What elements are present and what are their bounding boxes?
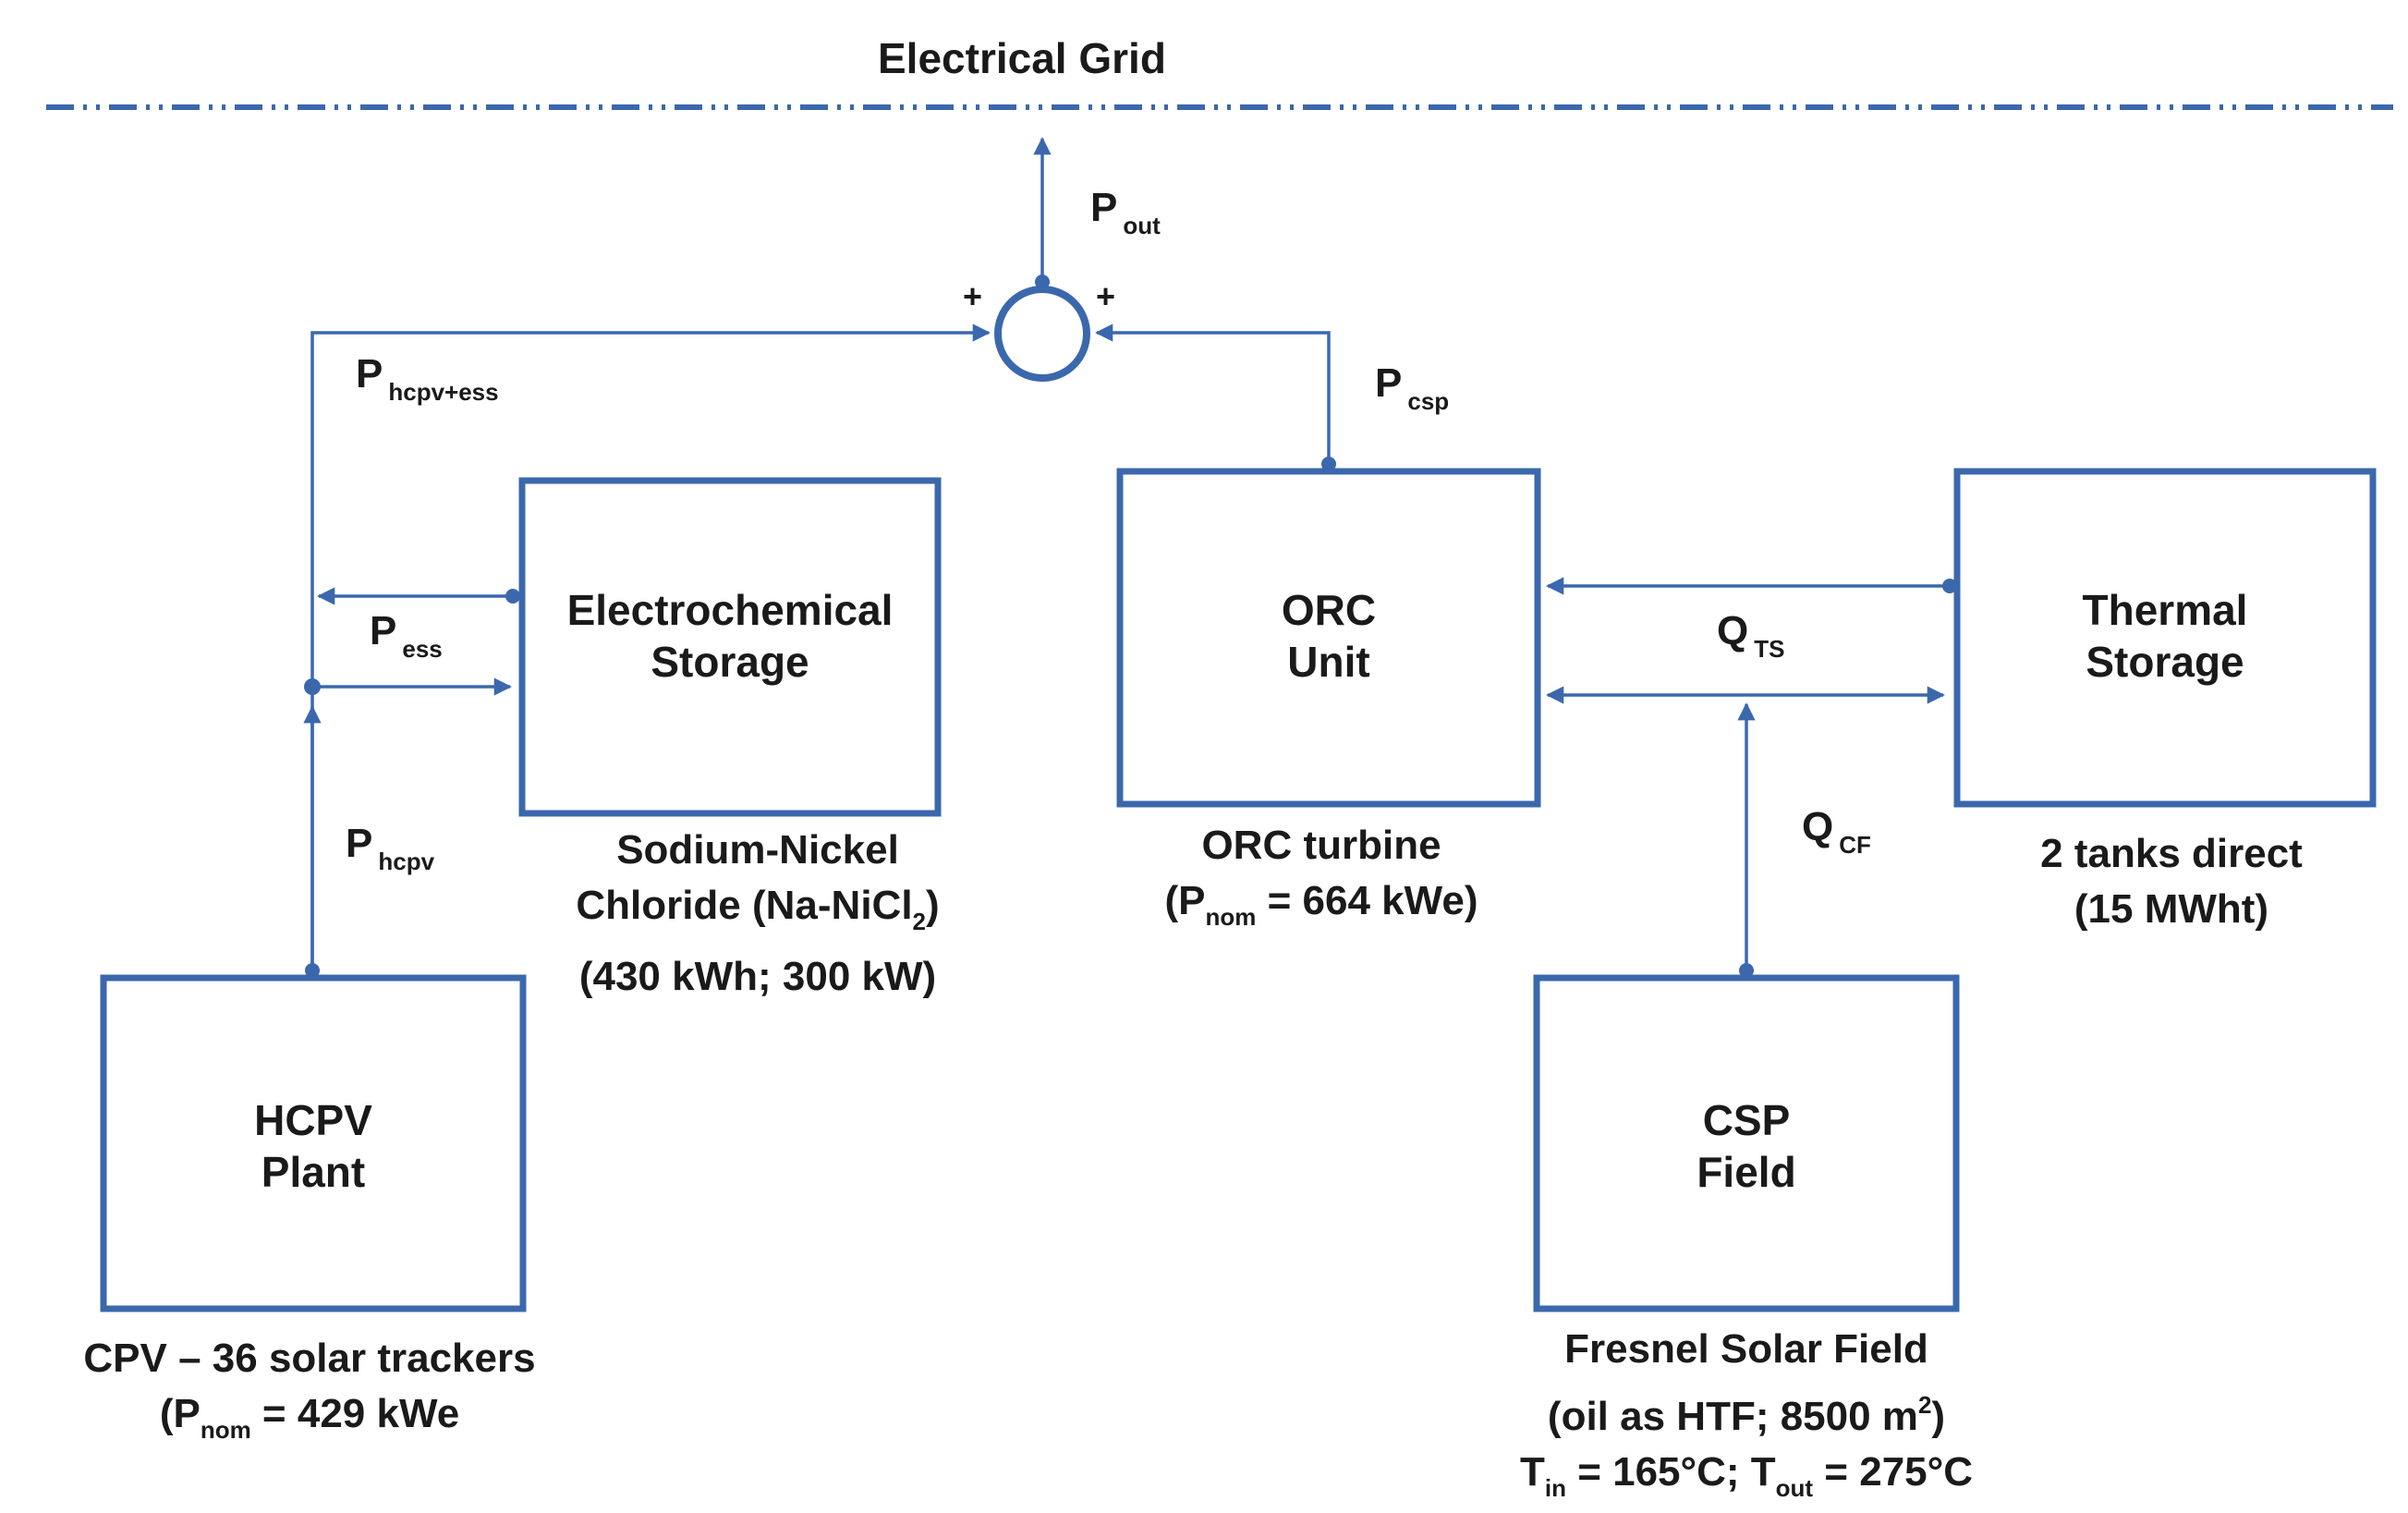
thermal-storage-caption: 2 tanks direct (15 MWht): [2040, 831, 2303, 932]
hcpv-plant-caption: CPV – 36 solar trackers (Pnom = 429 kWe: [83, 1336, 536, 1444]
junction-sign-left: +: [963, 277, 983, 315]
hcpv-plant-title: HCPV Plant: [254, 1096, 372, 1196]
electrochemical-storage-box: [518, 477, 942, 817]
junction-sign-right: +: [1096, 277, 1116, 315]
electrochemical-storage-caption: Sodium-Nickel Chloride (Na-NiCl2) (430 k…: [576, 827, 940, 999]
electrochemical-storage-title: Electrochemical Storage: [566, 586, 894, 686]
orc-unit-caption: ORC turbine (Pnom = 664 kWe): [1164, 823, 1478, 931]
p-csp-arrow: [1095, 323, 1331, 464]
thermal-storage-title: Thermal Storage: [2082, 586, 2248, 686]
summing-junction: [994, 286, 1090, 382]
hcpv-plant-box: [100, 974, 527, 1312]
csp-field-box: [1533, 974, 1960, 1312]
csp-field-title: CSP Field: [1697, 1096, 1796, 1196]
csp-field-caption: Fresnel Solar Field (oil as HTF; 8500 m2…: [1519, 1326, 1974, 1502]
orc-unit-title: ORC Unit: [1281, 586, 1377, 686]
orc-unit-box: [1116, 468, 1541, 808]
grid-title: Electrical Grid: [878, 34, 1166, 82]
thermal-storage-box: [1953, 468, 2377, 808]
